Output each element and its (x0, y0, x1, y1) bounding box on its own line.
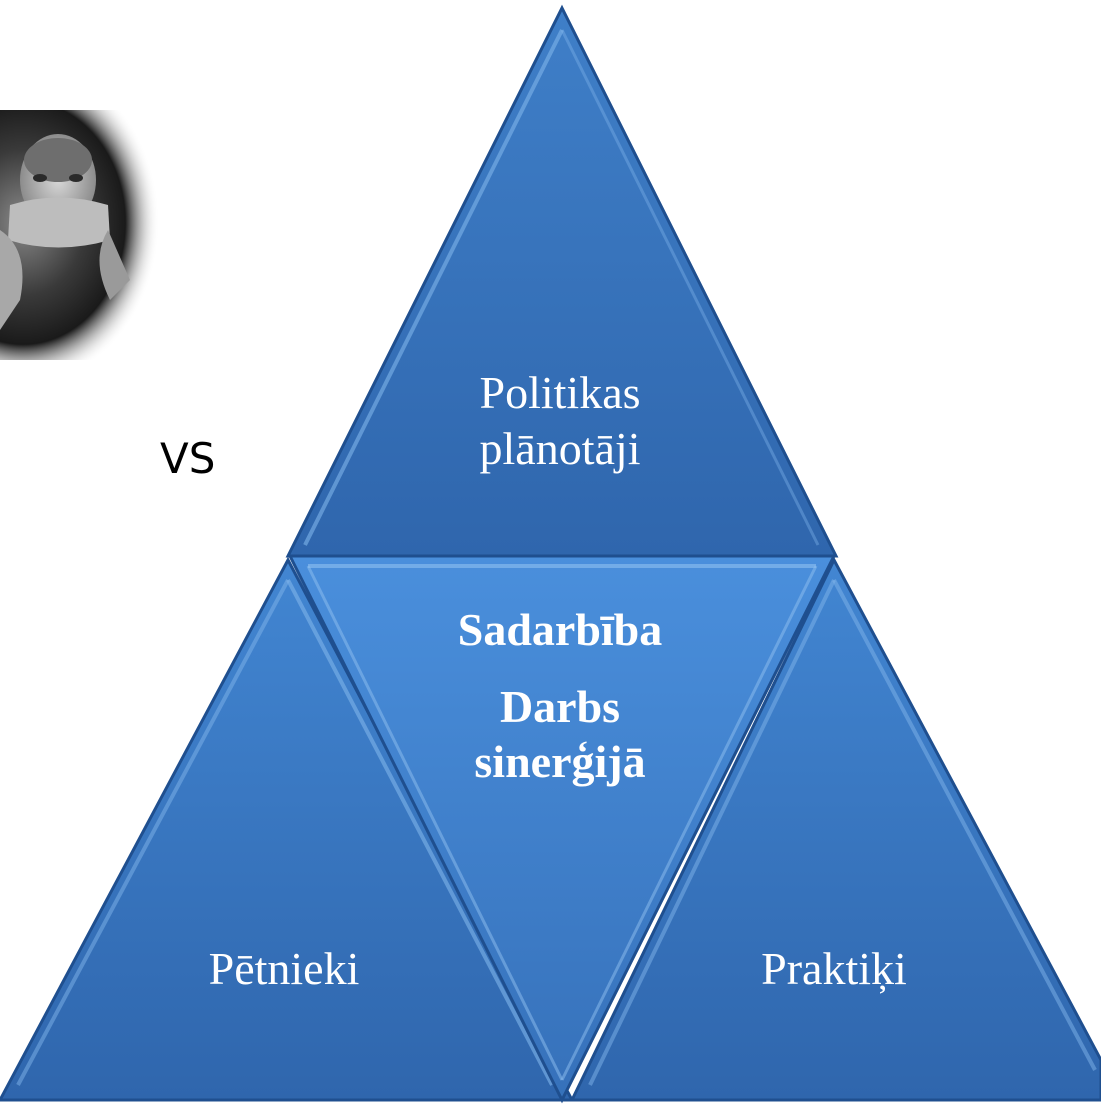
vs-label: VS (160, 434, 216, 483)
triangle-right (569, 556, 1101, 1102)
triangle-top (285, 4, 839, 558)
left-label: Pētnieki (209, 943, 360, 994)
person-covering-mouth-photo (0, 110, 170, 360)
center-label-line2: Darbs (500, 681, 620, 732)
center-label-line1: Sadarbība (458, 604, 663, 655)
top-label-line2: plānotāji (480, 423, 641, 474)
top-label-line1: Politikas (479, 367, 640, 418)
center-label-line3: sinerģijā (474, 736, 645, 787)
right-label: Praktiķi (761, 943, 907, 994)
